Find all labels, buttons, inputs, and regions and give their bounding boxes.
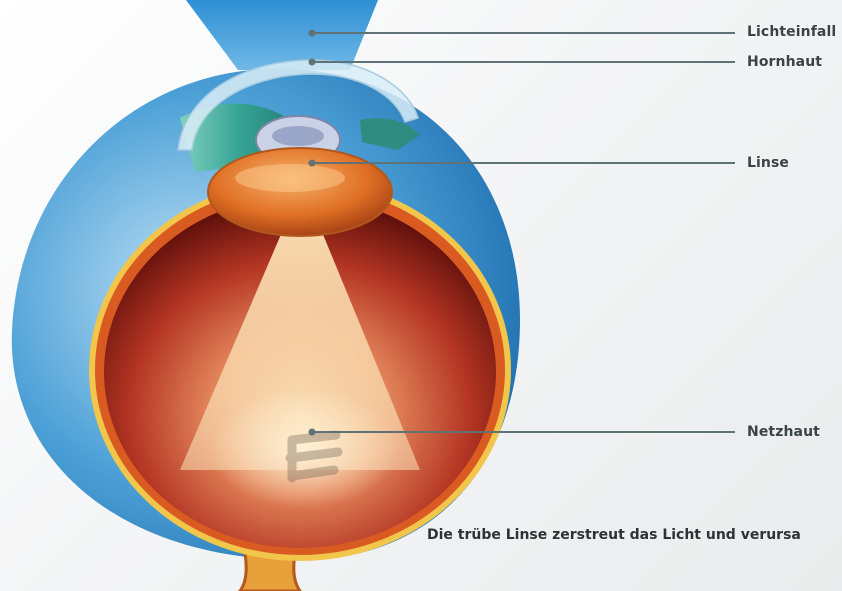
- label-light-incidence: Lichteinfall: [747, 24, 836, 40]
- retina-light-spot: [210, 388, 400, 508]
- label-lens: Linse: [747, 155, 789, 171]
- pupil-center: [272, 126, 324, 146]
- lens-highlight: [235, 164, 345, 192]
- caption-text: Die trübe Linse zerstreut das Licht und …: [427, 527, 842, 543]
- light-beam: [186, 0, 378, 70]
- label-cornea: Hornhaut: [747, 54, 822, 70]
- label-retina: Netzhaut: [747, 424, 820, 440]
- lens: [208, 148, 392, 236]
